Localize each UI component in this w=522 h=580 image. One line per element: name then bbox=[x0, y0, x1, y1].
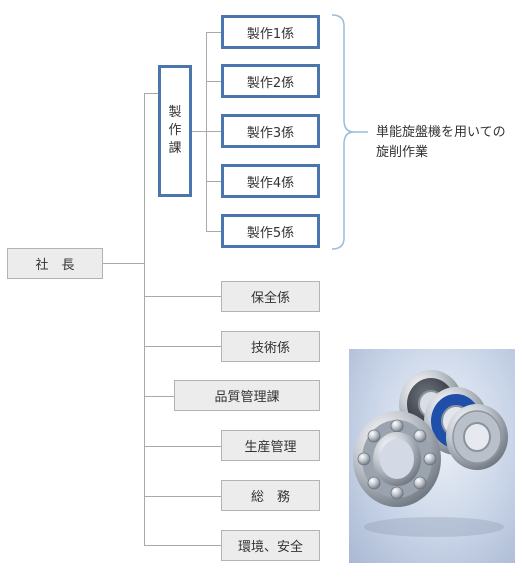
unit-label: 総 務 bbox=[250, 490, 290, 505]
bracket-icon bbox=[331, 14, 368, 250]
production-control-unit: 生産管理 bbox=[221, 430, 320, 461]
unit-label: 技術係 bbox=[250, 341, 290, 356]
main-trunk-line bbox=[144, 93, 145, 545]
engineering-unit: 技術係 bbox=[221, 331, 320, 362]
branch-connector bbox=[144, 496, 221, 497]
bearings-photo bbox=[349, 349, 515, 563]
manufacturing-section-char: 課 bbox=[168, 141, 182, 156]
branch-connector bbox=[144, 396, 174, 397]
section-connector bbox=[144, 93, 158, 94]
manufacturing-unit-3: 製作3係 bbox=[221, 114, 320, 148]
manufacturing-section-char: 製 bbox=[168, 105, 182, 120]
bearing-icon bbox=[353, 370, 508, 537]
manufacturing-unit-4: 製作4係 bbox=[221, 164, 320, 198]
bracket-note-line: 旋削作業 bbox=[376, 145, 429, 160]
general-affairs-unit: 総 務 bbox=[221, 480, 320, 511]
president-label: 社 長 bbox=[35, 258, 75, 273]
section-sub-connector bbox=[191, 131, 207, 132]
manufacturing-unit-2: 製作2係 bbox=[221, 64, 320, 98]
president-connector bbox=[103, 263, 145, 264]
manufacturing-unit-5: 製作5係 bbox=[221, 214, 320, 248]
branch-connector bbox=[144, 545, 221, 546]
manufacturing-unit-1: 製作1係 bbox=[221, 15, 320, 49]
branch-connector bbox=[144, 446, 221, 447]
environment-safety-unit: 環境、安全 bbox=[221, 530, 320, 561]
manufacturing-unit-label: 製作2係 bbox=[246, 75, 295, 91]
sub-trunk-line bbox=[206, 32, 207, 232]
unit-connector bbox=[206, 181, 221, 182]
unit-connector bbox=[206, 81, 221, 82]
maintenance-unit: 保全係 bbox=[221, 281, 320, 312]
branch-connector bbox=[144, 296, 221, 297]
bracket-note: 単能旋盤機を用いての 旋削作業 bbox=[376, 123, 516, 163]
manufacturing-unit-label: 製作1係 bbox=[246, 26, 295, 42]
unit-label: 品質管理課 bbox=[214, 390, 280, 405]
unit-label: 環境、安全 bbox=[237, 540, 303, 555]
unit-connector bbox=[206, 131, 221, 132]
bracket-note-line: 単能旋盤機を用いての bbox=[376, 125, 506, 140]
unit-label: 生産管理 bbox=[244, 440, 297, 455]
unit-connector bbox=[206, 231, 221, 232]
branch-connector bbox=[144, 346, 221, 347]
manufacturing-unit-label: 製作4係 bbox=[246, 175, 295, 191]
manufacturing-unit-label: 製作3係 bbox=[246, 125, 295, 141]
manufacturing-unit-label: 製作5係 bbox=[246, 225, 295, 241]
unit-connector bbox=[206, 32, 221, 33]
unit-label: 保全係 bbox=[250, 291, 290, 306]
manufacturing-section-box: 製 作 課 bbox=[158, 65, 192, 197]
manufacturing-section-char: 作 bbox=[168, 123, 182, 138]
quality-control-section: 品質管理課 bbox=[174, 380, 320, 411]
president-box: 社 長 bbox=[7, 248, 103, 279]
